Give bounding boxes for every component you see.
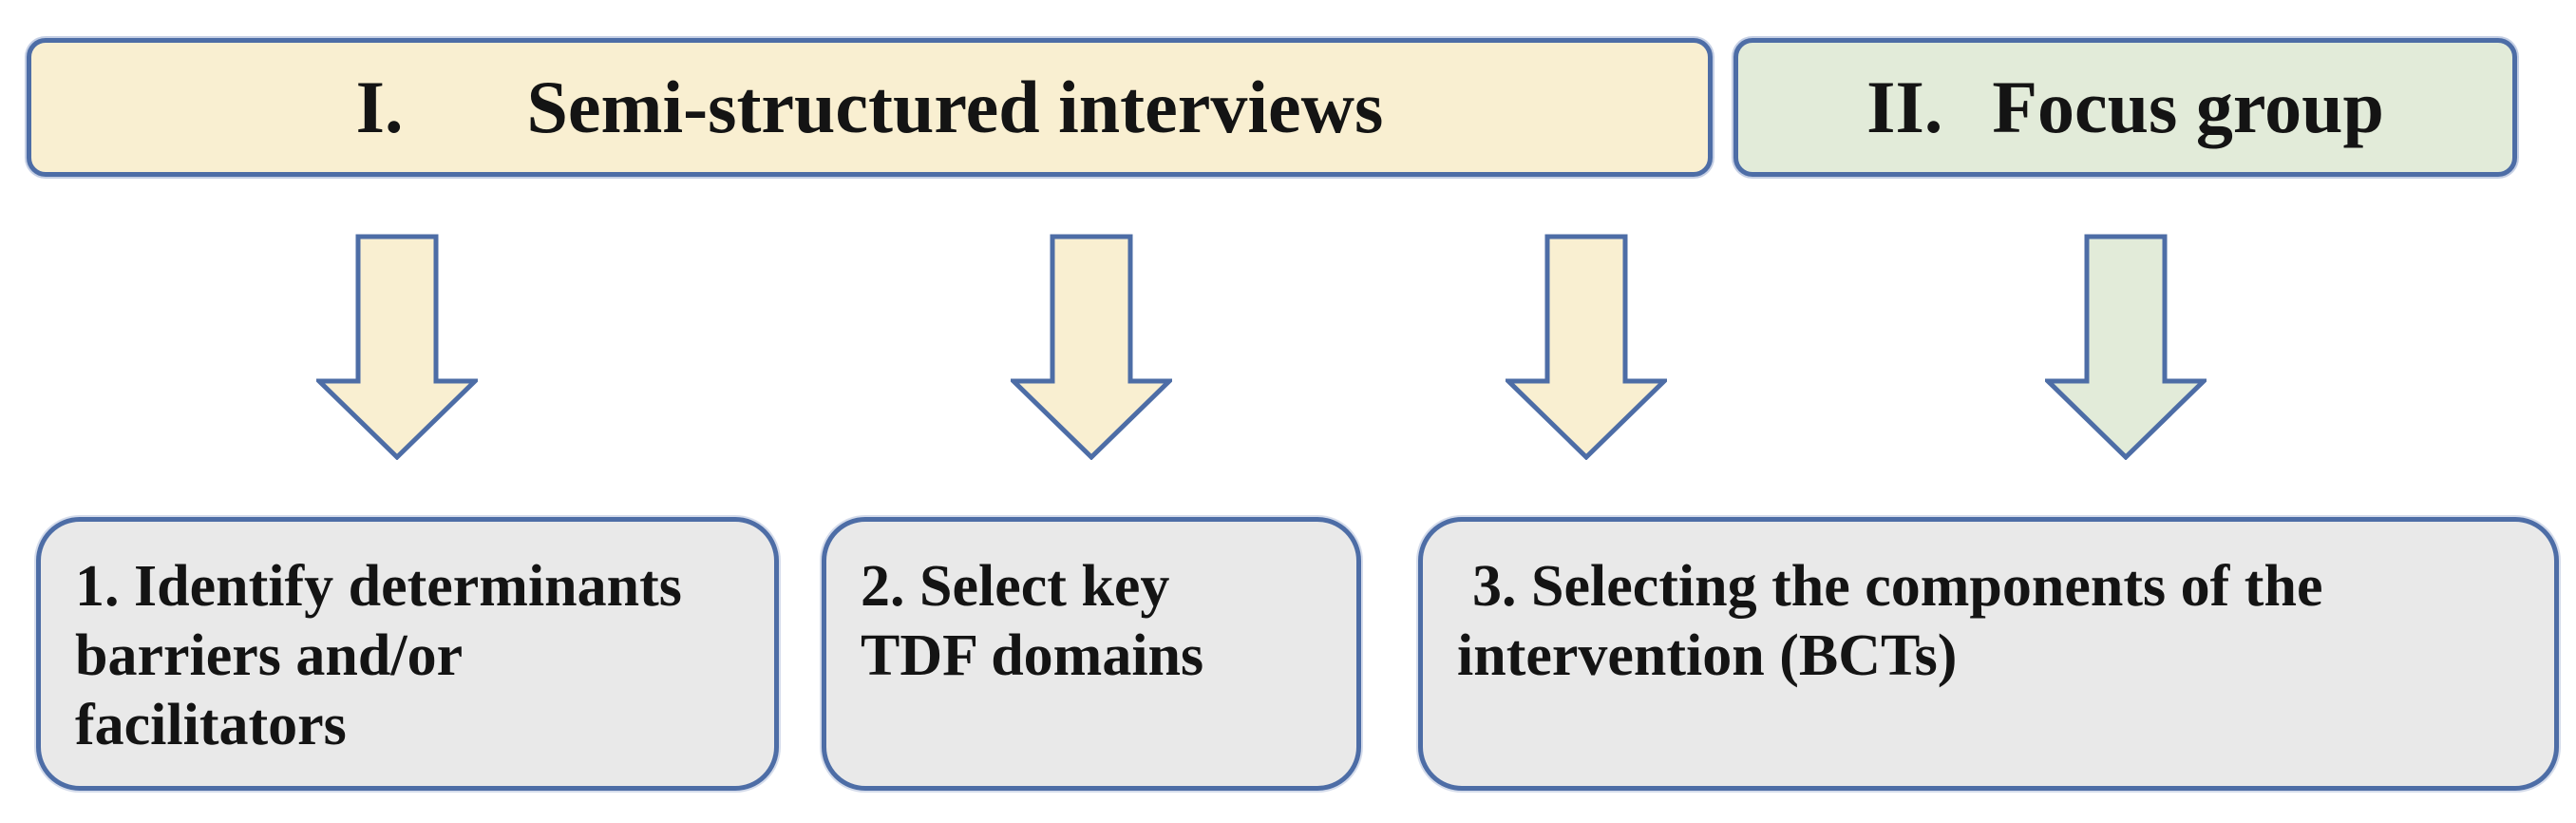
stage-numeral: I. [355, 66, 404, 148]
text-line: facilitators [75, 693, 347, 757]
text-line: intervention (BCTs) [1457, 623, 1958, 688]
down-arrow-icon [1011, 234, 1172, 460]
stage-box-focus-group: II. Focus group [1733, 38, 2517, 177]
stage-numeral: II. [1866, 66, 1943, 148]
text-line: 3. Selecting the components of the [1472, 554, 2323, 619]
text-line: TDF domains [861, 623, 1204, 688]
text-line: 2. Select key [861, 554, 1170, 619]
stage-label: Semi-structured interviews [526, 66, 1384, 148]
stage-label: Focus group [1992, 66, 2384, 148]
down-arrow-icon [316, 234, 478, 460]
text-line: barriers and/or [75, 623, 464, 688]
step-box-select-tdf-domains: 2. Select key TDF domains [822, 517, 1361, 791]
step-box-selecting-intervention-components: 3. Selecting the components of the inter… [1418, 517, 2559, 791]
down-arrow-icon [1506, 234, 1667, 460]
stage-box-semi-structured-interviews: I. Semi-structured interviews [27, 38, 1713, 177]
down-arrow-icon [2045, 234, 2207, 460]
text-line: 1. Identify determinants [75, 554, 682, 619]
step-box-identify-determinants: 1. Identify determinants barriers and/or… [36, 517, 779, 791]
